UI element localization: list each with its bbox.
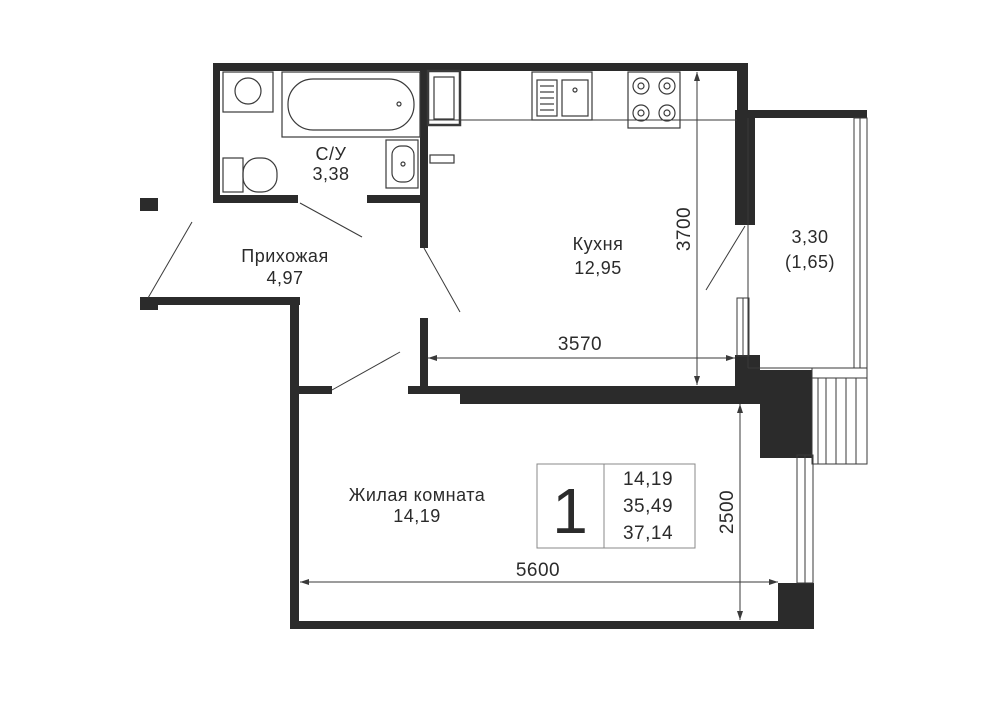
hallway-bottom-wall: [140, 297, 300, 305]
bathroom-sink-icon: [385, 139, 419, 189]
summary-living-area: 14,19: [623, 469, 673, 490]
living-door: [331, 351, 401, 391]
summary-total-with-balcony: 37,14: [623, 523, 673, 544]
kitchen-sink-icon: [531, 71, 593, 121]
fixtures: [222, 69, 681, 193]
bathroom-door: [299, 202, 363, 238]
kitchen-area: 12,95: [574, 258, 622, 278]
walls: [140, 63, 867, 629]
stove-icon: [627, 71, 681, 129]
bathroom-kitchen-wall: [420, 63, 428, 248]
entry-wall-top: [140, 198, 158, 211]
balcony-door: [705, 225, 746, 291]
dimension-arrows: [300, 72, 778, 620]
dimension-lines: [300, 72, 778, 620]
area-summary-table: 1 14,19 35,49 37,14: [536, 463, 696, 549]
wall-niche: [429, 154, 455, 164]
kitchen-right-wall-upper: [737, 63, 748, 113]
kitchen-hall-wall-lower: [420, 318, 428, 393]
bathroom-bottom-wall-left: [213, 195, 298, 203]
balcony-side-glazing: [811, 367, 868, 465]
kitchen-name: Кухня: [573, 234, 624, 254]
kitchen-door: [423, 247, 461, 313]
bathroom-bottom-wall-right: [367, 195, 427, 203]
kitchen-width-label: 3570: [558, 334, 602, 355]
living-height-label: 2500: [717, 490, 738, 534]
top-wall: [213, 63, 748, 71]
bathroom-area: 3,38: [312, 164, 349, 184]
kitchen-right-pier: [735, 110, 755, 225]
door-swings: [147, 202, 746, 391]
living-left-wall: [290, 297, 299, 629]
bathroom-name: С/У: [316, 144, 347, 164]
balcony-top-wall: [737, 110, 867, 118]
bathroom-left-wall: [213, 63, 220, 203]
washing-machine-icon: [222, 71, 274, 113]
hallway-name: Прихожая: [241, 246, 328, 266]
kitchen-height-label: 3700: [674, 207, 695, 251]
living-width-label: 5600: [516, 560, 560, 581]
kitchen-living-wall: [460, 386, 780, 404]
ventilation-shaft: [426, 69, 462, 127]
living-name: Жилая комната: [349, 485, 486, 505]
living-area: 14,19: [393, 506, 441, 526]
living-bottom-wall: [290, 621, 814, 629]
living-top-wall-left: [290, 386, 332, 394]
hallway-area: 4,97: [266, 268, 303, 288]
balcony-reduced-area: (1,65): [785, 252, 835, 272]
room-labels: С/У 3,38 Прихожая 4,97 Кухня 12,95 3,30 …: [241, 144, 835, 526]
rooms-count: 1: [552, 475, 588, 547]
living-top-wall-mid: [408, 386, 463, 394]
windows: [428, 117, 868, 584]
balcony-area: 3,30: [791, 227, 828, 247]
entry-door: [147, 221, 193, 299]
summary-total-area: 35,49: [623, 496, 673, 517]
dimension-labels: 3700 3570 5600 2500: [516, 207, 738, 581]
toilet-icon: [222, 157, 278, 193]
bathtub-icon: [281, 71, 421, 138]
living-right-wall-upper: [778, 395, 812, 455]
